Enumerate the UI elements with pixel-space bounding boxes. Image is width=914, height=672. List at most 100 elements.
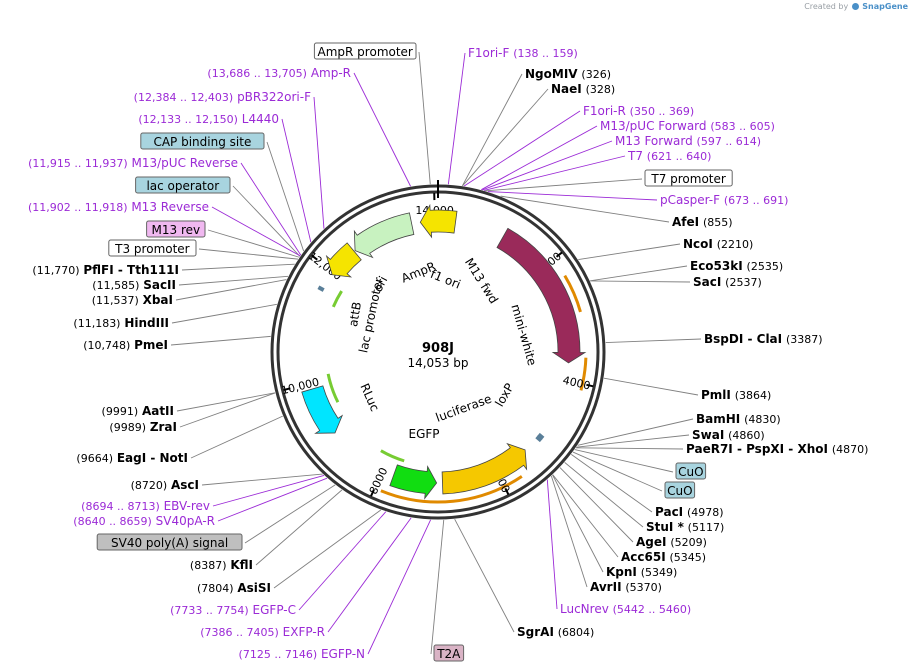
label-paer7i-pspxi-xhoi: PaeR7I - PspXI - XhoI (4870): [686, 442, 868, 456]
label-sv40pa-r: (8640 .. 8659) SV40pA-R: [73, 514, 215, 528]
label-m13-forward-position: (597 .. 614): [697, 135, 762, 148]
tick-mark: [586, 383, 594, 388]
label-m13-rev-box: M13 rev: [146, 220, 206, 238]
label-asci-position: (8720): [131, 479, 168, 492]
label-bspdi-clai-name: BspDI - ClaI: [704, 332, 782, 346]
label-m13-puc-reverse-name: M13/pUC Reverse: [132, 156, 239, 170]
label-m13-forward-name: M13 Forward: [615, 134, 693, 148]
leader-line: [578, 243, 681, 260]
label-aatii-name: AatII: [142, 404, 174, 418]
orientation-arrows: [317, 274, 588, 504]
label-zrai: (9989) ZraI: [109, 420, 177, 434]
credit-prefix: Created by: [804, 2, 849, 11]
label-pflfi-tth111i-position: (11,770): [32, 264, 79, 277]
label-pbr322ori-f-position: (12,384 .. 12,403): [134, 91, 234, 104]
label-ngomiv-position: (326): [581, 68, 611, 81]
label-xbai-position: (11,537): [92, 294, 139, 307]
leader-line: [232, 185, 301, 257]
leader-line: [570, 453, 653, 513]
label-eagi-noti-name: EagI - NotI: [117, 451, 188, 465]
label-asci-name: AscI: [171, 478, 199, 492]
label-l4440-position: (12,133 .. 12,150): [138, 113, 238, 126]
label-t7-name: T7: [627, 149, 643, 163]
label-ngomiv: NgoMIV (326): [525, 67, 611, 81]
label-stui-position: (5117): [688, 521, 725, 534]
label-m13-reverse-name: M13 Reverse: [131, 200, 209, 214]
label-lucnrev: LucNrev (5442 .. 5460): [560, 602, 691, 616]
label-amp-r-name: Amp-R: [311, 66, 351, 80]
feature-mini-white: [496, 227, 587, 364]
label-lac-operator: lac operator: [146, 179, 219, 193]
tick-mark: [555, 251, 563, 258]
label-pmli-name: PmlI: [701, 388, 731, 402]
tick-label: 4000: [561, 374, 591, 393]
leader-line: [574, 449, 674, 473]
leader-line: [559, 467, 634, 543]
label-bamhi-position: (4830): [744, 413, 781, 426]
label-f1ori-f: F1ori-F (138 .. 159): [468, 46, 578, 60]
leader-line: [170, 335, 271, 346]
credit-brand: SnapGene: [862, 2, 908, 11]
label-t7-promoter-box: T7 promoter: [644, 169, 733, 187]
leader-line: [178, 275, 289, 286]
label-egfp-c-name: EGFP-C: [253, 603, 296, 617]
feature-egfp: [389, 464, 438, 500]
label-hindiii-name: HindIII: [124, 316, 169, 330]
label-pcasper-f-position: (673 .. 691): [724, 194, 789, 207]
leader-line: [552, 474, 619, 558]
loxP-marker: [537, 432, 545, 440]
feature-label-mini-white: mini-white: [508, 303, 539, 368]
label-aatii-position: (9991): [102, 405, 139, 418]
label-m13-reverse: (11,902 .. 11,918) M13 Reverse: [28, 200, 209, 214]
label-ebv-rev-name: EBV-rev: [164, 499, 210, 513]
label-agei: AgeI (5209): [636, 535, 707, 549]
label-acc65i: Acc65I (5345): [621, 550, 706, 564]
label-t7: T7 (621 .. 640): [627, 149, 711, 163]
label-saci: SacI (2537): [693, 275, 762, 289]
label-f1ori-r: F1ori-R (350 .. 369): [583, 104, 694, 118]
label-egfp-n-name: EGFP-N: [321, 647, 365, 661]
feature-f1-ori: [419, 203, 458, 239]
label-cuo: CuO: [678, 465, 703, 479]
label-ngomiv-name: NgoMIV: [525, 67, 578, 81]
feature-arrows: [301, 203, 587, 500]
label-stui: StuI * (5117): [646, 520, 724, 534]
plasmid-length: 14,053 bp: [407, 356, 468, 370]
label-asisi-name: AsiSI: [237, 581, 271, 595]
label-ncoi-position: (2210): [717, 238, 754, 251]
label-bspdi-clai: BspDI - ClaI (3387): [704, 332, 823, 346]
label-t3-promoter-box: T3 promoter: [108, 239, 197, 257]
attB-marker: [317, 285, 325, 292]
label-agei-name: AgeI: [636, 535, 666, 549]
label-sv40-poly-a-signal: SV40 poly(A) signal: [111, 536, 228, 550]
label-m13-forward: M13 Forward (597 .. 614): [615, 134, 761, 148]
label-ebv-rev: (8694 .. 8713) EBV-rev: [81, 499, 210, 513]
leader-line: [430, 519, 445, 655]
label-xbai: (11,537) XbaI: [92, 293, 173, 307]
label-kpni: KpnI (5349): [606, 565, 677, 579]
leader-line: [485, 178, 643, 192]
snapgene-credit: Created by SnapGene: [804, 2, 908, 11]
label-sacii-position: (11,585): [92, 279, 139, 292]
leader-line: [181, 263, 295, 271]
label-sgrai-name: SgrAI: [517, 625, 554, 639]
leader-line: [273, 509, 382, 589]
orange-arrow: [563, 274, 582, 313]
label-avrii-position: (5370): [625, 581, 662, 594]
label-asisi: (7804) AsiSI: [197, 581, 271, 595]
label-sv40pa-r-name: SV40pA-R: [156, 514, 215, 528]
label-amp-r-position: (13,686 .. 13,705): [207, 67, 307, 80]
label-cap-binding-site-box: CAP binding site: [140, 132, 265, 150]
leader-line: [327, 517, 412, 633]
tick-mark: [504, 487, 510, 495]
label-xbai-name: XbaI: [143, 293, 173, 307]
label-m13-reverse-position: (11,902 .. 11,918): [28, 201, 128, 214]
leader-line: [576, 434, 690, 448]
leader-line: [550, 475, 588, 588]
label-sacii-name: SacII: [143, 278, 176, 292]
label-ncoi-name: NcoI: [683, 237, 713, 251]
leader-line: [487, 191, 658, 201]
label-pbr322ori-f: (12,384 .. 12,403) pBR322ori-F: [134, 90, 311, 104]
label-asisi-position: (7804): [197, 582, 234, 595]
